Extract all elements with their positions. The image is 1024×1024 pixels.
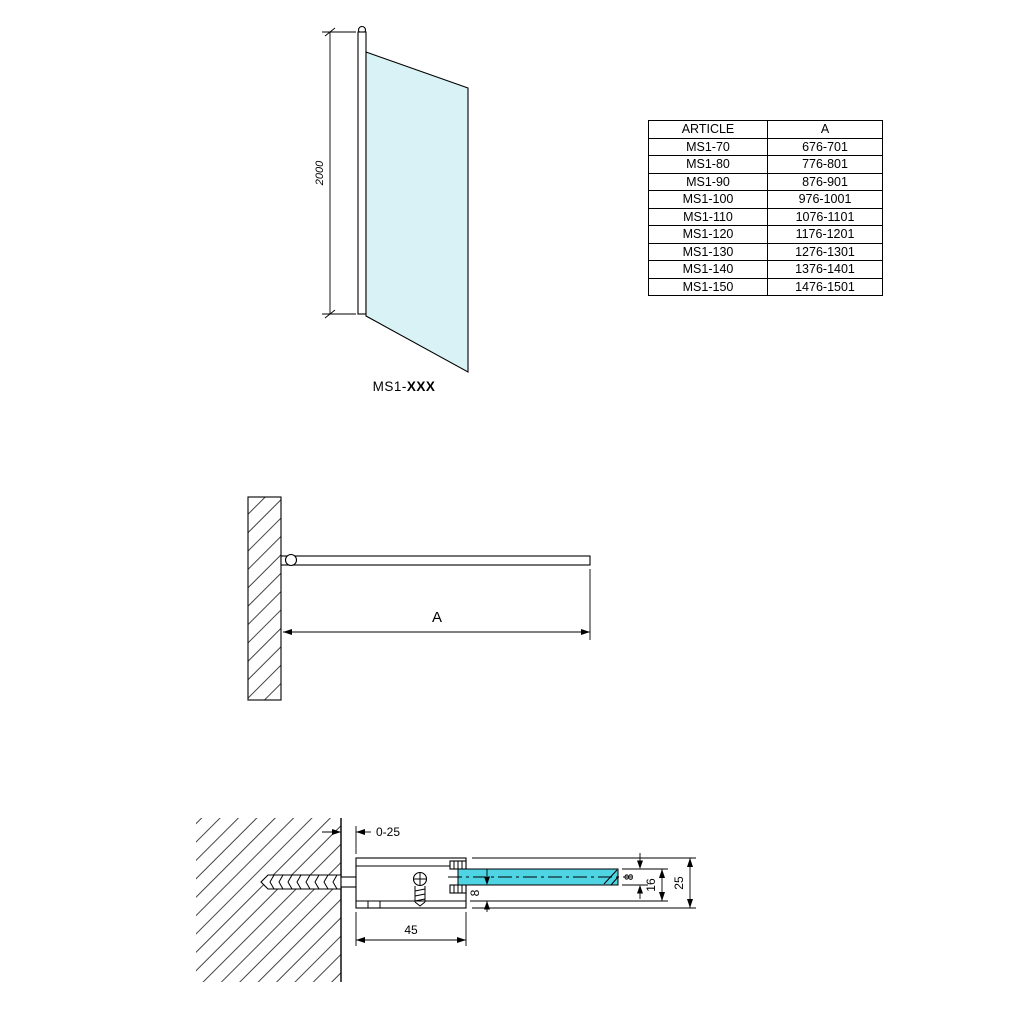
a-range-cell: 1476-1501: [767, 277, 883, 296]
front-view: 2000 MS1-XXX: [314, 25, 469, 394]
wall-hatch-section: [196, 818, 341, 982]
table-row: MS1-150 1476-1501: [648, 277, 883, 296]
inner-height-arrow-top: [659, 869, 665, 878]
anchor-ribs: [269, 874, 338, 890]
table-row: MS1-100 976-1001: [648, 190, 883, 209]
front-view-label-suffix: XXX: [407, 379, 436, 394]
article-cell: MS1-130: [648, 242, 768, 261]
article-cell: MS1-110: [648, 207, 768, 226]
table-row: MS1-80 776-801: [648, 155, 883, 174]
lip-arrow-top: [484, 876, 490, 885]
table-row: MS1-110 1076-1101: [648, 207, 883, 226]
article-cell: MS1-70: [648, 137, 768, 156]
inner-height-arrow-bottom: [659, 892, 665, 901]
article-cell: MS1-80: [648, 155, 768, 174]
header-a: A: [767, 120, 883, 139]
table-row: MS1-70 676-701: [648, 137, 883, 156]
header-article: ARTICLE: [648, 120, 768, 139]
table-row: MS1-120 1176-1201: [648, 225, 883, 244]
a-range-cell: 1076-1101: [767, 207, 883, 226]
article-cell: MS1-90: [648, 172, 768, 191]
profile-height-arrow-bottom: [687, 899, 693, 908]
profile-width-arrow-left: [356, 937, 365, 943]
profile-width-arrow-right: [457, 937, 466, 943]
front-view-label: MS1-XXX: [373, 379, 436, 394]
gasket-top-teeth: [453, 861, 463, 869]
table-row: MS1-90 876-901: [648, 172, 883, 191]
dim-tick-bottom: [324, 309, 336, 319]
gap-arrow-right: [356, 829, 365, 835]
profile-height-arrow-top: [687, 858, 693, 867]
arrow-right: [581, 629, 590, 635]
a-range-cell: 676-701: [767, 137, 883, 156]
arrow-left: [283, 629, 292, 635]
section-view: 0-25 45 8 8: [196, 818, 696, 982]
a-range-cell: 1376-1401: [767, 260, 883, 279]
a-range-cell: 1176-1201: [767, 225, 883, 244]
gasket-bottom-teeth: [453, 885, 463, 893]
profile-height-dimension-label: 25: [672, 876, 686, 890]
wall-plan: [247, 496, 282, 701]
table-row: MS1-140 1376-1401: [648, 260, 883, 279]
article-cell: MS1-150: [648, 277, 768, 296]
mount-knob-plan: [284, 553, 298, 567]
dim-tick-top: [324, 27, 336, 37]
a-range-cell: 1276-1301: [767, 242, 883, 261]
grub-screw-cross: [413, 872, 427, 886]
front-view-label-prefix: MS1-: [373, 379, 407, 394]
profile-width-dimension-label: 45: [404, 923, 418, 937]
height-dimension-label: 2000: [314, 160, 326, 186]
glass-panel-front: [365, 51, 469, 373]
table-row: MS1-130 1276-1301: [648, 242, 883, 261]
spec-table: ARTICLE A MS1-70 676-701 MS1-80 776-801 …: [648, 120, 883, 296]
wall-gap-dimension-label: 0-25: [376, 825, 400, 839]
glass-plan: [280, 555, 591, 566]
a-range-cell: 776-801: [767, 155, 883, 174]
lip-height-dimension-label: 8: [468, 889, 482, 896]
wall-profile-front: [357, 31, 367, 315]
a-range-cell: 976-1001: [767, 190, 883, 209]
a-range-cell: 876-901: [767, 172, 883, 191]
grub-screw-thread: [414, 886, 426, 907]
article-cell: MS1-120: [648, 225, 768, 244]
glass-break-marks: [603, 869, 619, 886]
glass-arrow-top: [637, 860, 643, 869]
article-cell: MS1-100: [648, 190, 768, 209]
glass-arrow-bottom: [637, 885, 643, 894]
glass-thickness-dimension-label: 8: [622, 873, 636, 880]
lip-arrow-bottom: [484, 901, 490, 910]
width-dimension-label: A: [432, 609, 442, 626]
table-header-row: ARTICLE A: [648, 120, 883, 139]
plan-view: A: [247, 496, 591, 701]
gap-arrow-left: [332, 829, 341, 835]
article-cell: MS1-140: [648, 260, 768, 279]
inner-height-dimension-label: 16: [644, 878, 658, 892]
